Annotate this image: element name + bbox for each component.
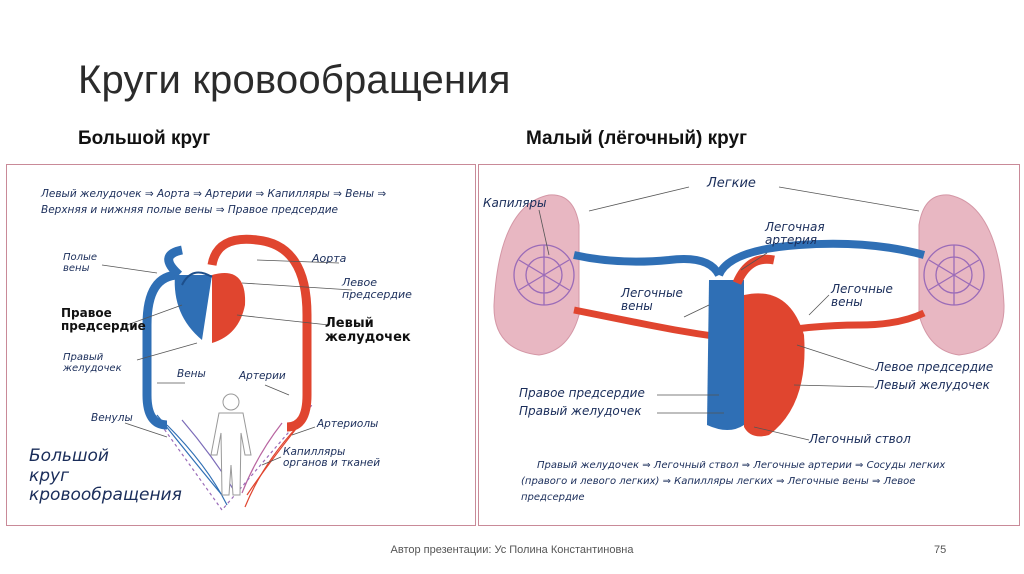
right-lung xyxy=(918,194,1005,356)
systemic-path-line1: Левый желудочек ⇒ Аорта ⇒ Артерии ⇒ Капи… xyxy=(41,188,387,200)
label-right-atrium: Правое предсердие xyxy=(61,306,146,333)
label-pulmonary-veins-right: Легочные вены xyxy=(831,282,893,309)
pulmonary-path-line3: предсердие xyxy=(521,492,585,503)
pulmonary-path-line2: (правого и левого легких) ⇒ Капилляры ле… xyxy=(521,476,916,487)
right-heading: Малый (лёгочный) круг xyxy=(526,128,748,149)
systemic-path-line2: Верхняя и нижняя полые вены ⇒ Правое пре… xyxy=(41,204,338,216)
label-left-ventricle: Левый желудочек xyxy=(325,316,411,345)
left-lung xyxy=(493,194,580,356)
label-arteries: Артерии xyxy=(239,370,286,382)
pulmonary-circulation-diagram: Легкие Капиляры Легочная артерия Легочны… xyxy=(478,164,1020,526)
human-silhouette xyxy=(210,393,252,496)
label-hollow-veins: Полые вены xyxy=(63,252,98,274)
label-right-ventricle: Правый желудочек xyxy=(519,404,642,418)
pulmonary-illustration xyxy=(493,186,1005,441)
label-lungs: Легкие xyxy=(707,176,756,191)
label-venules: Венулы xyxy=(91,412,133,424)
leader-lines xyxy=(538,186,920,441)
heart xyxy=(707,254,805,437)
label-big-circle: Большой круг кровообращения xyxy=(29,446,182,506)
systemic-illustration xyxy=(101,234,353,511)
label-capillaries: Капилляры органов и тканей xyxy=(283,446,381,470)
label-capillaries: Капиляры xyxy=(483,196,547,210)
lung-capillaries xyxy=(513,244,985,306)
label-pulmonary-trunk: Легочный ствол xyxy=(809,432,911,446)
label-aorta: Аорта xyxy=(312,252,347,265)
pulmonary-artery-right xyxy=(715,239,926,277)
label-pulmonary-veins-left: Легочные вены xyxy=(621,286,683,313)
label-left-ventricle: Левый желудочек xyxy=(875,378,990,392)
slide-title: Круги кровообращения xyxy=(78,58,511,102)
systemic-circulation-diagram: Левый желудочек ⇒ Аорта ⇒ Артерии ⇒ Капи… xyxy=(6,164,476,526)
pulmonary-artery-left xyxy=(573,251,723,278)
label-veins: Вены xyxy=(177,368,206,380)
label-arterioles: Артериолы xyxy=(317,418,379,430)
label-pulmonary-artery: Легочная артерия xyxy=(765,220,825,247)
heart xyxy=(174,271,246,343)
label-left-atrium: Левое предсердие xyxy=(342,276,412,301)
page-number: 75 xyxy=(934,544,947,556)
label-right-ventricle: Правый желудочек xyxy=(63,352,122,374)
vena-cava xyxy=(142,270,180,430)
leader-lines xyxy=(101,259,353,466)
label-right-atrium: Правое предсердие xyxy=(519,386,645,400)
label-left-atrium: Левое предсердие xyxy=(875,360,994,374)
footer-author: Автор презентации: Ус Полина Константино… xyxy=(390,544,634,556)
left-heading: Большой круг xyxy=(78,128,211,149)
pulmonary-path-line1: Правый желудочек ⇒ Легочный ствол ⇒ Лего… xyxy=(537,460,946,471)
